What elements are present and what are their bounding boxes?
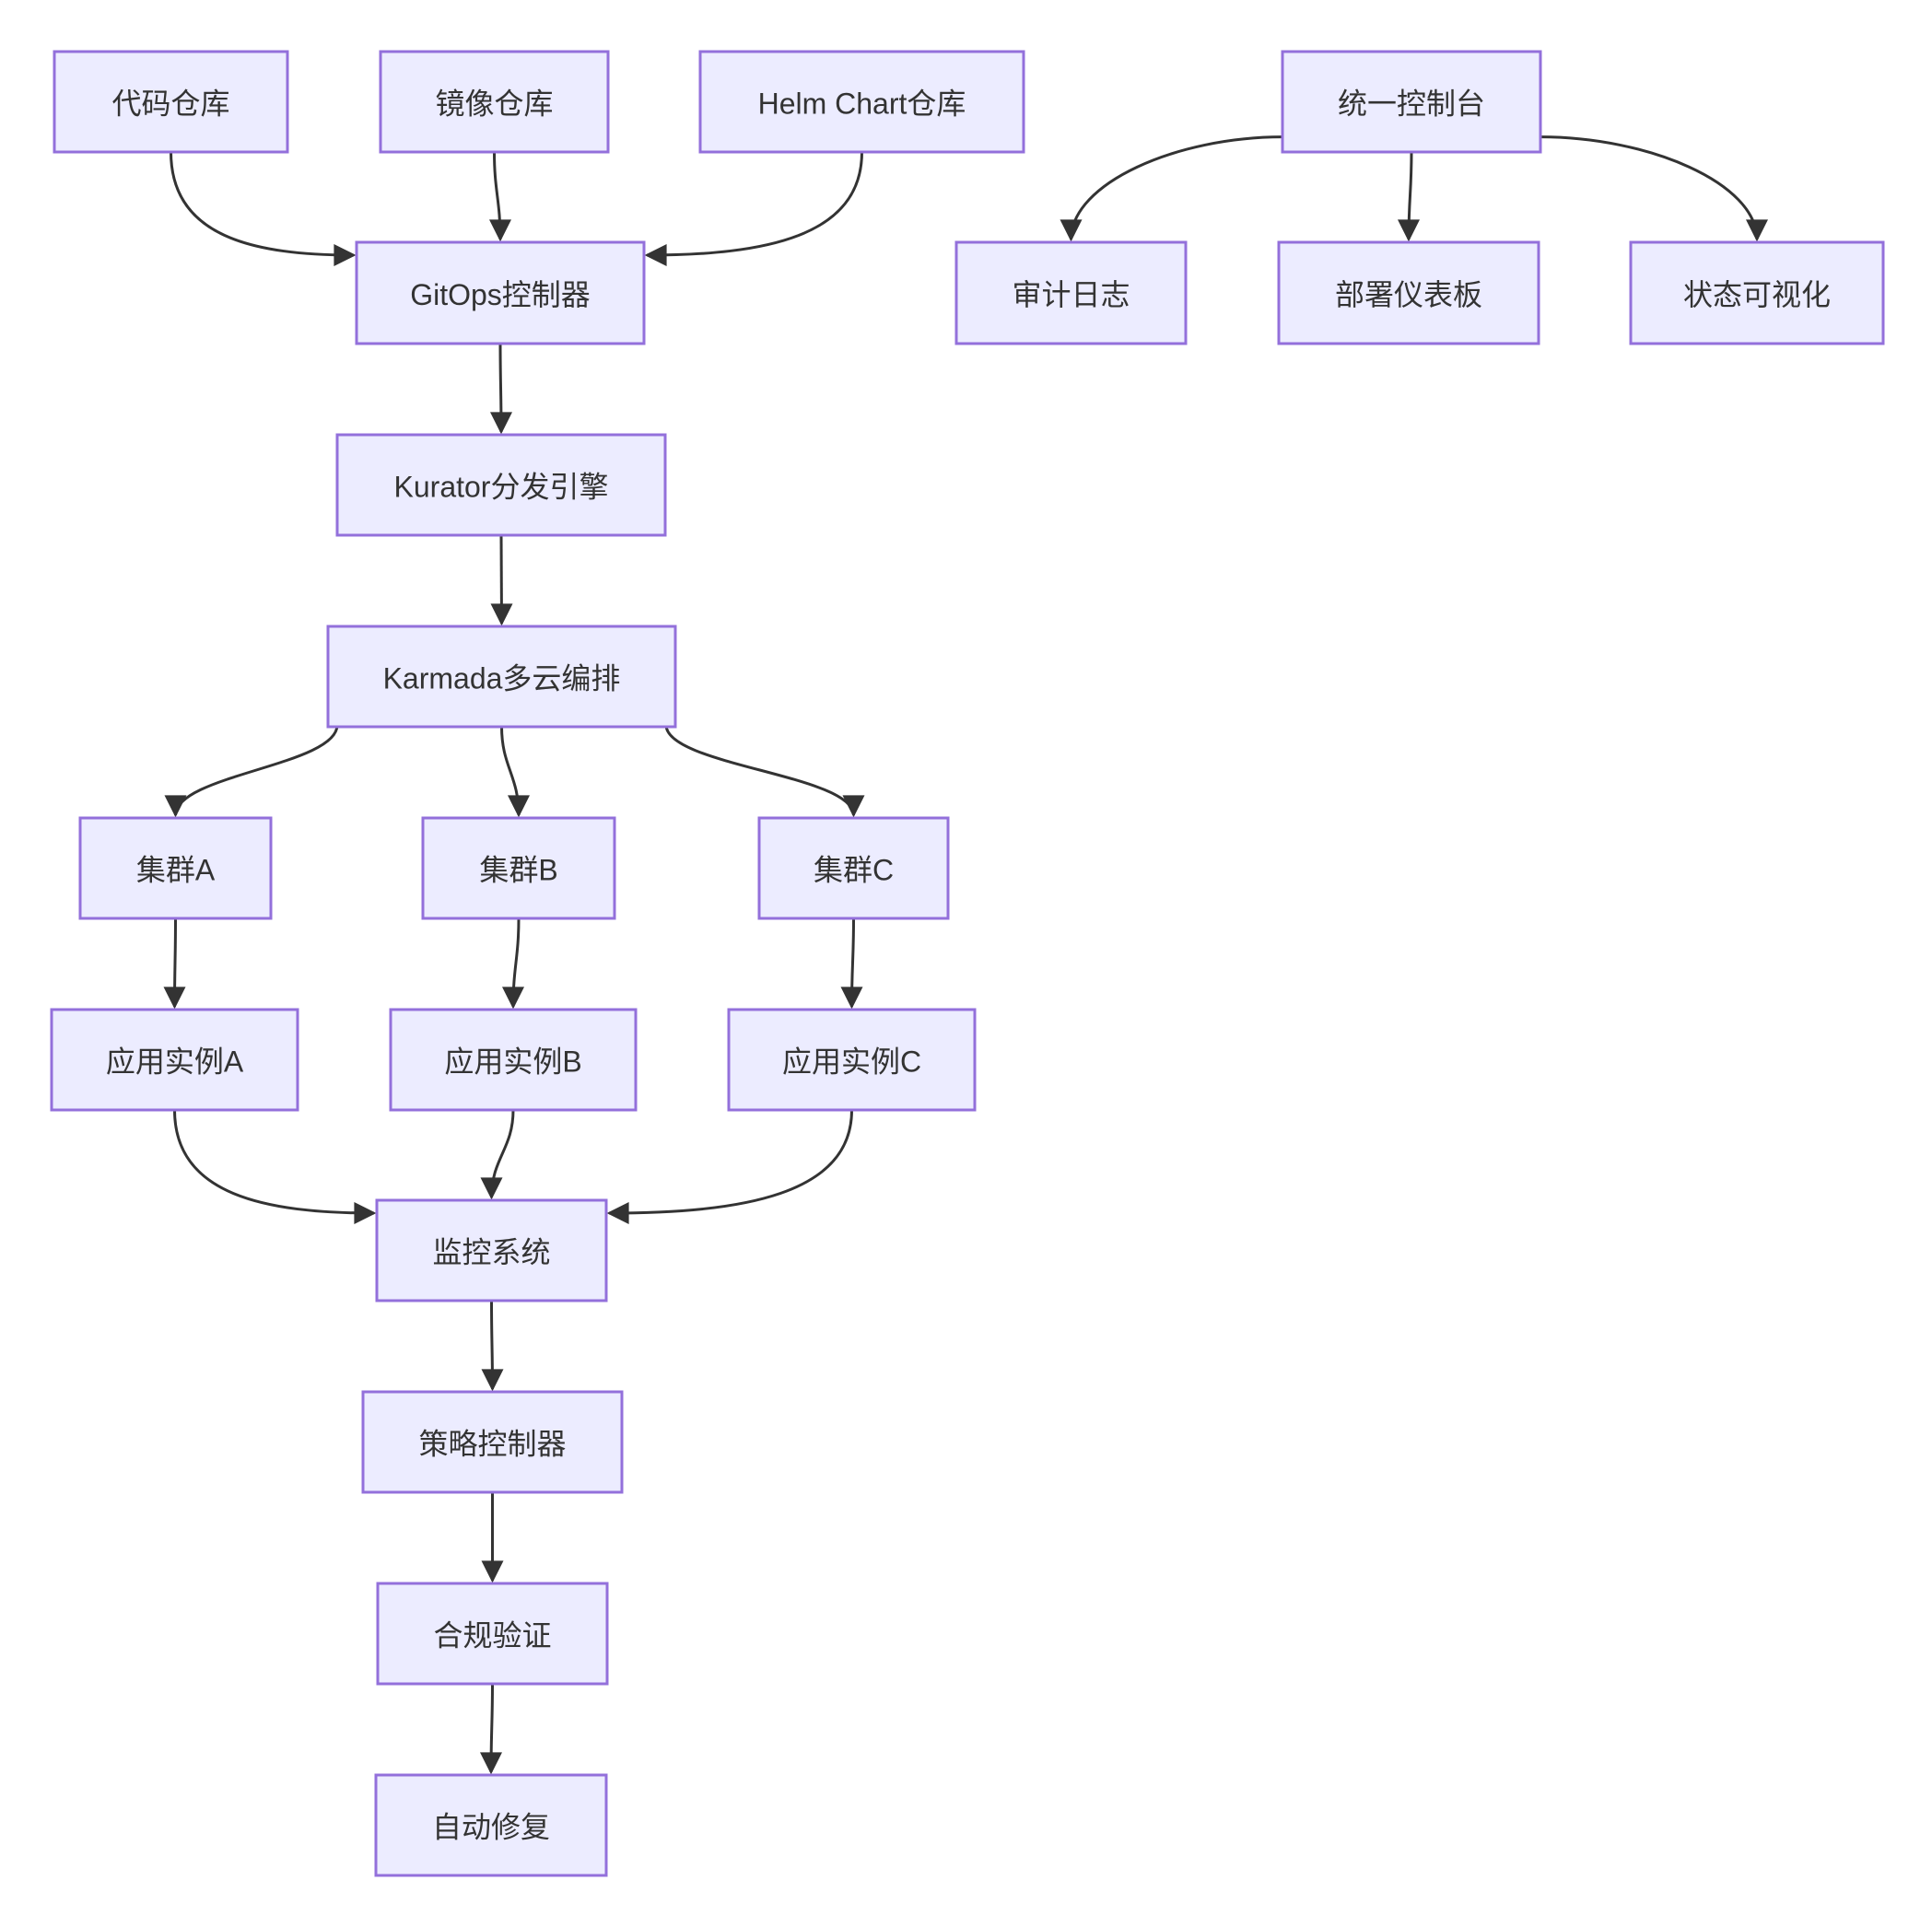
node-label-image-repo: 镜像仓库 bbox=[435, 88, 553, 121]
node-label-monitoring-system: 监控系统 bbox=[432, 1236, 550, 1269]
node-label-karmada-orchestration: Karmada多云编排 bbox=[383, 662, 621, 695]
node-box-unified-console bbox=[1281, 50, 1542, 154]
node-deploy-dashboard: 部署仪表板 bbox=[1277, 240, 1540, 345]
node-app-instance-a: 应用实例A bbox=[50, 1008, 299, 1112]
edge-unified-console--deploy-dashboard bbox=[1398, 151, 1421, 242]
edge-kurator-engine--karmada-orchestration bbox=[490, 534, 513, 626]
node-box-kurator-engine bbox=[335, 433, 667, 537]
edge-app-instance-b--monitoring-system bbox=[480, 1109, 515, 1200]
node-box-cluster-c bbox=[757, 816, 950, 920]
node-gitops-controller: GitOps控制器 bbox=[355, 240, 646, 345]
edge-unified-console--status-visualization bbox=[1540, 135, 1768, 242]
node-label-policy-controller: 策略控制器 bbox=[418, 1428, 566, 1461]
edge-cluster-c--app-instance-c bbox=[840, 917, 863, 1010]
edge-compliance-validation--auto-remediation bbox=[480, 1683, 503, 1775]
edge-layer bbox=[163, 135, 1768, 1775]
edge-app-instance-c--monitoring-system bbox=[606, 1109, 853, 1224]
node-label-compliance-validation: 合规验证 bbox=[433, 1619, 551, 1653]
node-box-compliance-validation bbox=[376, 1582, 609, 1686]
node-karmada-orchestration: Karmada多云编排 bbox=[326, 625, 677, 729]
node-label-app-instance-a: 应用实例A bbox=[106, 1045, 244, 1079]
node-monitoring-system: 监控系统 bbox=[375, 1198, 608, 1302]
node-audit-log: 审计日志 bbox=[954, 240, 1188, 345]
node-box-karmada-orchestration bbox=[326, 625, 677, 729]
edge-cluster-b--app-instance-b bbox=[502, 917, 525, 1010]
node-box-status-visualization bbox=[1629, 240, 1885, 345]
node-label-cluster-b: 集群B bbox=[479, 854, 557, 887]
edge-karmada-orchestration--cluster-a bbox=[164, 724, 339, 818]
node-label-cluster-a: 集群A bbox=[136, 854, 216, 887]
node-box-app-instance-c bbox=[727, 1008, 977, 1112]
node-box-cluster-a bbox=[78, 816, 273, 920]
edge-cluster-a--app-instance-a bbox=[163, 917, 186, 1010]
edge-helm-repo--gitops-controller bbox=[644, 151, 863, 266]
edge-app-instance-a--monitoring-system bbox=[173, 1109, 377, 1224]
node-app-instance-c: 应用实例C bbox=[727, 1008, 977, 1112]
edge-monitoring-system--policy-controller bbox=[481, 1300, 504, 1392]
node-box-audit-log bbox=[954, 240, 1188, 345]
node-layer: 代码仓库 镜像仓库 Helm Chart仓库 统一控制台 GitOps控制器 审计日志 部署… bbox=[50, 50, 1885, 1877]
node-label-audit-log: 审计日志 bbox=[1012, 278, 1130, 311]
node-box-image-repo bbox=[379, 50, 610, 154]
node-box-deploy-dashboard bbox=[1277, 240, 1540, 345]
node-box-app-instance-b bbox=[389, 1008, 638, 1112]
node-box-auto-remediation bbox=[374, 1773, 608, 1877]
node-policy-controller: 策略控制器 bbox=[361, 1390, 624, 1494]
node-kurator-engine: Kurator分发引擎 bbox=[335, 433, 667, 537]
node-code-repo: 代码仓库 bbox=[53, 50, 289, 154]
node-label-cluster-c: 集群C bbox=[814, 854, 894, 887]
node-box-app-instance-a bbox=[50, 1008, 299, 1112]
node-label-status-visualization: 状态可视化 bbox=[1683, 278, 1831, 311]
node-compliance-validation: 合规验证 bbox=[376, 1582, 609, 1686]
edge-image-repo--gitops-controller bbox=[488, 151, 511, 242]
node-status-visualization: 状态可视化 bbox=[1629, 240, 1885, 345]
node-label-deploy-dashboard: 部署仪表板 bbox=[1335, 278, 1482, 311]
node-label-helm-repo: Helm Chart仓库 bbox=[758, 88, 966, 121]
edge-karmada-orchestration--cluster-b bbox=[500, 726, 530, 818]
node-label-code-repo: 代码仓库 bbox=[111, 88, 229, 121]
edge-gitops-controller--kurator-engine bbox=[489, 343, 512, 435]
node-cluster-b: 集群B bbox=[421, 816, 616, 920]
node-helm-repo: Helm Chart仓库 bbox=[698, 50, 1025, 154]
node-label-gitops-controller: GitOps控制器 bbox=[410, 278, 591, 311]
node-auto-remediation: 自动修复 bbox=[374, 1773, 608, 1877]
edge-unified-console--audit-log bbox=[1060, 135, 1283, 242]
node-box-policy-controller bbox=[361, 1390, 624, 1494]
node-box-helm-repo bbox=[698, 50, 1025, 154]
node-box-monitoring-system bbox=[375, 1198, 608, 1302]
node-app-instance-b: 应用实例B bbox=[389, 1008, 638, 1112]
node-box-cluster-b bbox=[421, 816, 616, 920]
node-label-auto-remediation: 自动修复 bbox=[432, 1811, 550, 1844]
node-box-gitops-controller bbox=[355, 240, 646, 345]
node-box-code-repo bbox=[53, 50, 289, 154]
node-image-repo: 镜像仓库 bbox=[379, 50, 610, 154]
node-unified-console: 统一控制台 bbox=[1281, 50, 1542, 154]
node-cluster-c: 集群C bbox=[757, 816, 950, 920]
node-label-kurator-engine: Kurator分发引擎 bbox=[394, 471, 609, 504]
node-label-app-instance-c: 应用实例C bbox=[782, 1045, 921, 1079]
node-label-unified-console: 统一控制台 bbox=[1338, 88, 1485, 121]
node-cluster-a: 集群A bbox=[78, 816, 273, 920]
node-label-app-instance-b: 应用实例B bbox=[444, 1045, 581, 1079]
edge-code-repo--gitops-controller bbox=[170, 151, 357, 266]
edge-karmada-orchestration--cluster-c bbox=[664, 724, 865, 818]
